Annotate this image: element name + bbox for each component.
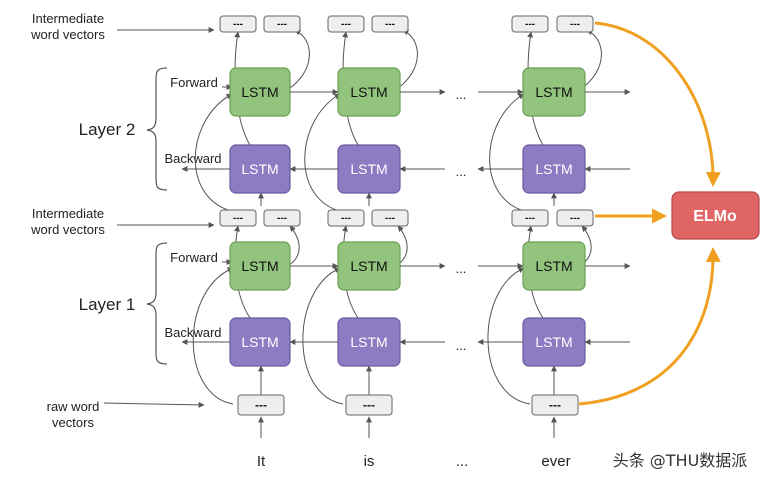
watermark-text: 头条 @THU数据派 [613, 451, 748, 470]
arrow-fwd2-to-vec-is [397, 29, 418, 89]
vector-box-top-is-b [371, 15, 409, 33]
token-it: It [257, 453, 266, 470]
lstm-label: LSTM [535, 258, 572, 274]
vector-text: --- [341, 19, 351, 30]
lstm-label: LSTM [535, 161, 572, 177]
lstm-label: LSTM [241, 84, 278, 100]
arrow-raw-to-fwd1-it [192, 267, 234, 405]
backward-recurrent-arrows [181, 166, 630, 345]
intermediate-mid-label-line1: Intermediate [32, 206, 104, 221]
lstm-label: LSTM [350, 161, 387, 177]
raw-vector-box-ever [531, 394, 579, 416]
arrow-vec-to-fwd2-is [304, 93, 344, 213]
lstm-label: LSTM [241, 161, 278, 177]
raw-vector-box-is [345, 394, 393, 416]
vector-box-top-is-a [327, 15, 365, 33]
lstm-label: LSTM [350, 258, 387, 274]
layer1-label: Layer 1 [79, 295, 136, 314]
orange-arrow-bottom [578, 247, 721, 406]
arrow-raw-to-fwd1-ever [487, 267, 531, 405]
ellipsis-fwd2: ... [456, 87, 467, 102]
intermediate-top-label-line2: word vectors [30, 27, 105, 42]
vector-text: --- [549, 398, 561, 412]
layer1-brace [146, 242, 168, 365]
vector-text: --- [525, 19, 535, 30]
vector-box-top-ever-a [511, 15, 549, 33]
vector-box-mid-is-a [327, 209, 365, 227]
arrow-raw-to-fwd1-is [302, 267, 344, 405]
backward-label-layer2: Backward [164, 151, 221, 166]
lstm-label: LSTM [350, 334, 387, 350]
vector-text: --- [233, 213, 243, 224]
vector-box-top-it-a [219, 15, 257, 33]
orange-arrow-top [594, 21, 721, 187]
ellipsis-bwd1: ... [456, 338, 467, 353]
lstm-label: LSTM [241, 334, 278, 350]
vector-text: --- [255, 398, 267, 412]
elmo-label: ELMo [693, 208, 737, 225]
layer2-brace [146, 67, 168, 191]
vector-box-mid-ever-b [556, 209, 594, 227]
token-ellipsis: ... [456, 453, 469, 470]
forward-label-layer1: Forward [170, 250, 218, 265]
intermediate-mid-label-line2: word vectors [30, 222, 105, 237]
vector-text: --- [385, 19, 395, 30]
vector-text: --- [233, 19, 243, 30]
column-is: --- --- LSTM LSTM --- --- LSTM LSTM --- [302, 15, 418, 438]
token-ever: ever [541, 453, 570, 470]
forward-label-layer2: Forward [170, 75, 218, 90]
arrow-fwd1-to-vec-it [287, 225, 300, 267]
column-it: --- --- LSTM LSTM --- --- LSTM LSTM --- [192, 15, 310, 438]
vector-box-top-it-b [263, 15, 301, 33]
vector-text: --- [277, 19, 287, 30]
vector-box-mid-it-b [263, 209, 301, 227]
ellipsis-bwd2: ... [456, 164, 467, 179]
vector-box-mid-it-a [219, 209, 257, 227]
column-ever: --- --- LSTM LSTM --- --- LSTM LSTM --- [487, 15, 602, 438]
lstm-label: LSTM [241, 258, 278, 274]
raw-pointer [103, 401, 205, 408]
arrow-fwd2-to-vec-ever [581, 29, 602, 89]
elmo-box [671, 191, 760, 240]
arrow-fwd2-to-vec-it [289, 29, 310, 89]
vector-box-mid-is-b [371, 209, 409, 227]
lstm-label: LSTM [535, 84, 572, 100]
ellipsis-fwd1: ... [456, 261, 467, 276]
layer2-label: Layer 2 [79, 120, 136, 139]
vector-text: --- [363, 398, 375, 412]
raw-vector-box-it [237, 394, 285, 416]
arrow-vec-to-fwd2-ever [489, 93, 529, 213]
lstm-label: LSTM [535, 334, 572, 350]
token-is: is [364, 453, 375, 470]
raw-label-line2: vectors [52, 415, 94, 430]
vector-text: --- [525, 213, 535, 224]
vector-box-top-ever-b [556, 15, 594, 33]
backward-label-layer1: Backward [164, 325, 221, 340]
vector-text: --- [277, 213, 287, 224]
forward-recurrent-arrows [290, 89, 631, 269]
vector-text: --- [570, 19, 580, 30]
arrow-vec-to-fwd2-it [194, 93, 236, 213]
vector-text: --- [385, 213, 395, 224]
vector-box-mid-ever-a [511, 209, 549, 227]
lstm-label: LSTM [350, 84, 387, 100]
vector-text: --- [570, 213, 580, 224]
vector-text: --- [341, 213, 351, 224]
intermediate-top-label-line1: Intermediate [32, 11, 104, 26]
raw-label-line1: raw word [47, 399, 100, 414]
